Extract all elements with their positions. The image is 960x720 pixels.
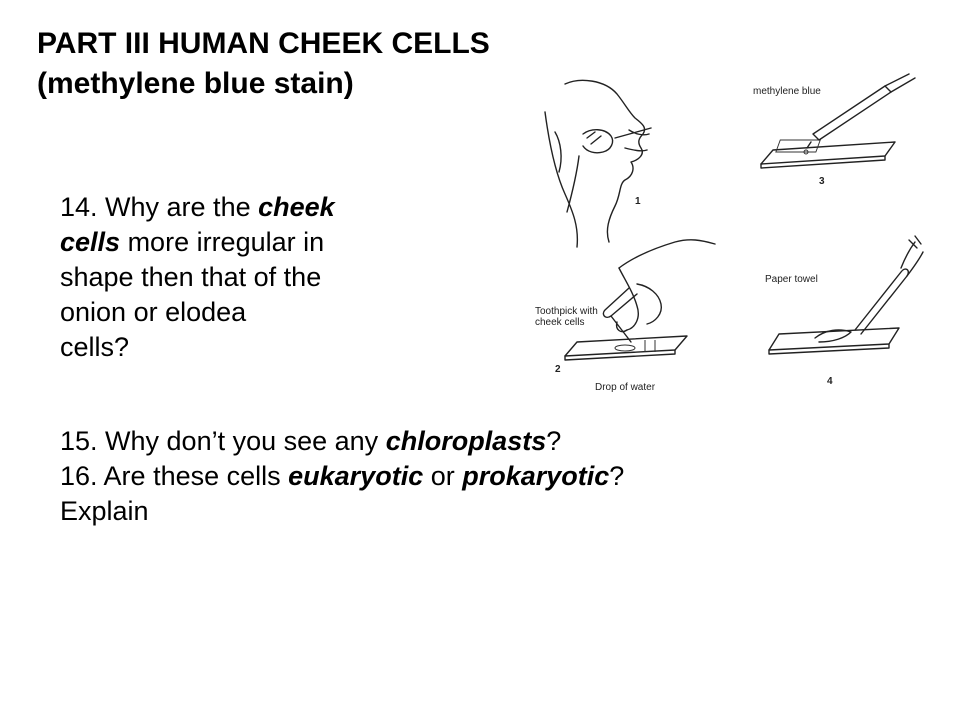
q16-text-or: or [423,461,463,491]
title-line-2: (methylene blue stain) [37,67,354,100]
title-line-1: PART III HUMAN CHEEK CELLS [37,27,490,60]
q14-line-1: 14. Why are the cheek [60,190,460,225]
step-1-drawing: 1 [544,79,652,248]
step-1-number: 1 [635,196,641,207]
q14-text: more irregular in [120,227,325,257]
q14-emphasis-cheek: cheek [258,192,335,222]
step-4-drawing: Paper towel 4 [765,235,924,387]
drop-of-water-label: Drop of water [595,382,656,393]
procedure-drawing: 1 methylene blue 3 Toothpick with cheek … [535,73,924,393]
q14-line-5: cells? [60,332,130,362]
q16-emphasis-prokaryotic: prokaryotic [462,461,610,491]
q15-emphasis-chloroplasts: chloroplasts [385,426,547,456]
q14-text: 14. Why are the [60,192,259,222]
question-15: 15. Why don’t you see any chloroplasts? [60,424,920,459]
step-3-number: 3 [819,176,825,187]
questions-15-16: 15. Why don’t you see any chloroplasts? … [60,424,920,529]
q14-line-2: cells more irregular in [60,225,460,260]
q15-text-end: ? [546,426,562,456]
step-4-number: 4 [827,376,833,387]
question-16-explain: Explain [60,496,149,526]
q16-emphasis-eukaryotic: eukaryotic [288,461,424,491]
q14-line-4: onion or elodea [60,297,247,327]
paper-towel-label: Paper towel [765,274,818,285]
cheek-cell-procedure-illustration: 1 methylene blue 3 Toothpick with cheek … [525,72,925,402]
slide-title: PART III HUMAN CHEEK CELLS (methylene bl… [37,24,490,104]
q14-emphasis-cells: cells [60,227,121,257]
q16-text-end: ? [609,461,625,491]
step-2-drawing: Toothpick with cheek cells Drop of water… [535,239,716,393]
question-16: 16. Are these cells eukaryotic or prokar… [60,459,920,494]
q16-text: 16. Are these cells [60,461,289,491]
q15-text: 15. Why don’t you see any [60,426,386,456]
step-2-number: 2 [555,364,561,375]
q14-line-3: shape then that of the [60,262,322,292]
step-3-drawing: methylene blue 3 [753,73,916,187]
toothpick-label-1: Toothpick with [535,306,598,317]
question-14: 14. Why are the cheek cells more irregul… [60,190,460,365]
toothpick-label-2: cheek cells [535,317,584,328]
methylene-blue-label: methylene blue [753,86,821,97]
